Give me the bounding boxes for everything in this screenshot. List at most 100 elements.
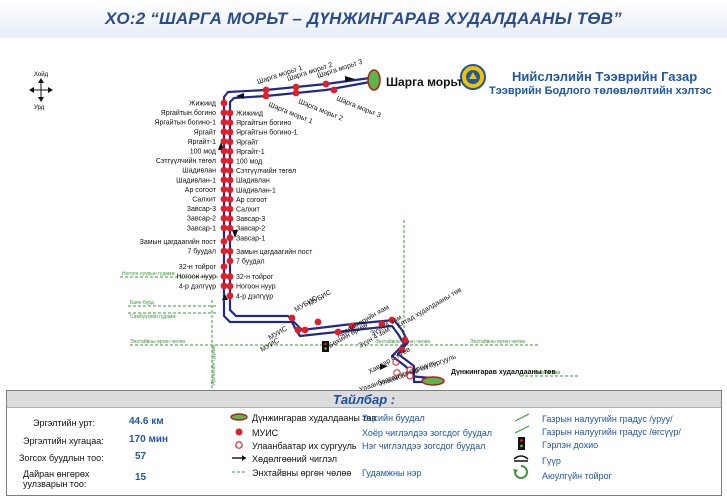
- bus-stop-marker: [220, 166, 228, 174]
- bus-stop-marker: [220, 195, 228, 203]
- street-label: Архивийн гудамж: [210, 344, 217, 385]
- bus-stop-label: Замын цагдаагийн пост: [140, 238, 217, 246]
- bus-stop-label: 32-н тойрог: [236, 273, 274, 281]
- bus-stop-label: Яргайт: [194, 128, 217, 136]
- organization-department: Тээврийн Бодлого төлөвлөлтийн хэлтэс: [489, 85, 712, 97]
- bus-stop-marker: [220, 205, 228, 213]
- bus-stop-label: Ногоон нуур: [176, 274, 216, 281]
- bus-stop-marker: [220, 138, 228, 145]
- bus-stop-label: Завсар-3: [236, 216, 265, 223]
- bus-stop-marker: [226, 109, 234, 117]
- bus-stop-marker: [288, 314, 296, 322]
- stat-label: Эргэлтийн урт:: [33, 418, 95, 428]
- legend-symbol-label: Дүнжингарав худалдааны төв: [252, 413, 377, 423]
- bus-stop-label: Ар согоот: [236, 197, 268, 204]
- bus-stop-label: 7 буудал: [236, 258, 265, 266]
- bus-stop-marker: [220, 238, 228, 245]
- bus-stop-marker: [226, 176, 234, 184]
- legend-right-symbols: [513, 413, 530, 479]
- bus-stop-marker: [226, 292, 234, 300]
- bus-stop-label: Завсар-2: [236, 226, 265, 233]
- legend-panel: Тайлбар : Эргэлтийн урт: 44.6 км Эргэлти…: [6, 390, 722, 496]
- bus-stop-marker: [330, 86, 338, 94]
- bus-stop-marker: [220, 214, 228, 222]
- legend-symbol-desc: Хоёр чиглэлдээ зогсдог буудал: [362, 428, 492, 438]
- bus-stop-label: Жижиид: [189, 101, 216, 108]
- legend-title: Тайлбар :: [332, 392, 396, 407]
- legend-right-label: Газрын налуугийн градус /уруу/: [542, 414, 673, 424]
- bus-stop-marker: [378, 320, 386, 328]
- traffic-light-icon: [518, 437, 525, 450]
- legend-symbols: [230, 413, 248, 473]
- bus-stop-marker: [226, 138, 234, 146]
- legend-header: [7, 391, 721, 408]
- terminal-end-label: Дүнжингарав худалдааны төв: [451, 369, 556, 376]
- roundabout-icon: [392, 358, 401, 377]
- legend-symbol-label: Улаанбаатар их сургууль: [252, 441, 357, 451]
- slope-down-icon: [514, 413, 530, 422]
- bus-stop-label: Завсар-3: [187, 206, 216, 213]
- bus-stop-marker: [226, 128, 234, 136]
- compass-north: Хойд: [34, 71, 49, 78]
- street-label: Нарны зам: [535, 370, 561, 376]
- bus-stop-label: Сэтгүүлчийн төгөл: [236, 167, 296, 175]
- bus-stop-marker: [220, 176, 228, 184]
- legend-symbol-label: Хөдөлгөөний чиглэл: [252, 454, 338, 464]
- bus-stop-label: Шадивлан-1: [236, 187, 276, 194]
- bus-stop-marker: [226, 148, 234, 155]
- bridge-icon: [513, 455, 529, 462]
- organization-name: Нийслэлийн Тээврийн Газар: [512, 69, 698, 84]
- bus-stop-marker: [292, 83, 300, 91]
- bus-stop-label: Шадивлан: [182, 168, 216, 175]
- bus-stop-label: 7 буудал: [187, 248, 216, 256]
- bus-stop-marker: [220, 272, 228, 280]
- legend-symbol-desc: Эцсийн буудал: [362, 413, 425, 423]
- street-lines: [120, 220, 580, 388]
- bus-stop-label: 4-р дэлгүүр: [179, 283, 216, 290]
- traffic-light-icon: [322, 341, 329, 352]
- stat-value: 44.6 км: [129, 416, 164, 427]
- bus-stop-marker: [226, 215, 234, 223]
- bus-stop-label: Яргайтын богино-1: [154, 119, 216, 127]
- one-way-stop-icon: [235, 441, 243, 449]
- bus-stop-marker: [226, 167, 234, 175]
- bus-stop-label: Ногоон нуур: [236, 284, 276, 291]
- bus-stop-label: Завсар-1: [187, 225, 216, 232]
- legend-right-label: Гүүр: [542, 456, 561, 466]
- terminal-start-marker: [367, 69, 381, 91]
- bus-stop-label: 32-н тойрог: [179, 263, 217, 271]
- bus-stop-label: Салхит: [192, 197, 217, 204]
- legend-symbol-desc: Нэг чиглэлдээ зогсдог буудал: [362, 441, 486, 451]
- bus-stop-label: Завсар-1: [236, 235, 265, 242]
- legend-symbol-label: Энхтайвны өргөн чөлөө: [252, 468, 352, 478]
- bus-stop-label: 4-р дэлгүүр: [236, 293, 273, 300]
- bus-stop-marker: [226, 119, 234, 126]
- bus-stop-marker: [226, 273, 234, 280]
- bus-stop-marker: [406, 372, 414, 380]
- bus-stop-label: Яргайт-1: [187, 138, 216, 146]
- bus-stop-marker: [292, 89, 300, 97]
- stat-label: Эргэлтийн хугацаа:: [23, 436, 104, 446]
- bus-stop-label: Салхит: [236, 207, 261, 214]
- bus-stop-marker: [220, 157, 228, 165]
- bus-stop-marker: [226, 282, 234, 290]
- terminal-end-marker: [421, 376, 445, 386]
- bus-stop-marker: [262, 86, 270, 94]
- compass-icon: [29, 78, 53, 102]
- bus-stop-marker: [220, 128, 228, 136]
- street-label: Ногоон нуурын гудамж: [122, 271, 175, 277]
- bus-stop-marker: [226, 186, 234, 194]
- bus-stop-marker: [262, 92, 270, 100]
- bus-stop-label: Хятад худалдааны төв: [396, 287, 464, 330]
- street-label: Самбуугийн гудамж: [130, 313, 176, 320]
- bus-stop-label: Яргайтын богино: [161, 109, 216, 117]
- bus-stop-marker: [348, 322, 356, 330]
- bus-stop-label: Яргайтын богино-1: [236, 129, 298, 137]
- organization-emblem-icon: [460, 64, 486, 90]
- bus-stop-marker: [226, 205, 234, 213]
- bus-stop-marker: [294, 326, 302, 334]
- legend-right-label: Гэрлэн дохио: [542, 440, 599, 450]
- bus-stop-marker: [226, 248, 234, 255]
- bus-stop-marker: [220, 282, 228, 290]
- bus-stop-marker: [398, 346, 406, 354]
